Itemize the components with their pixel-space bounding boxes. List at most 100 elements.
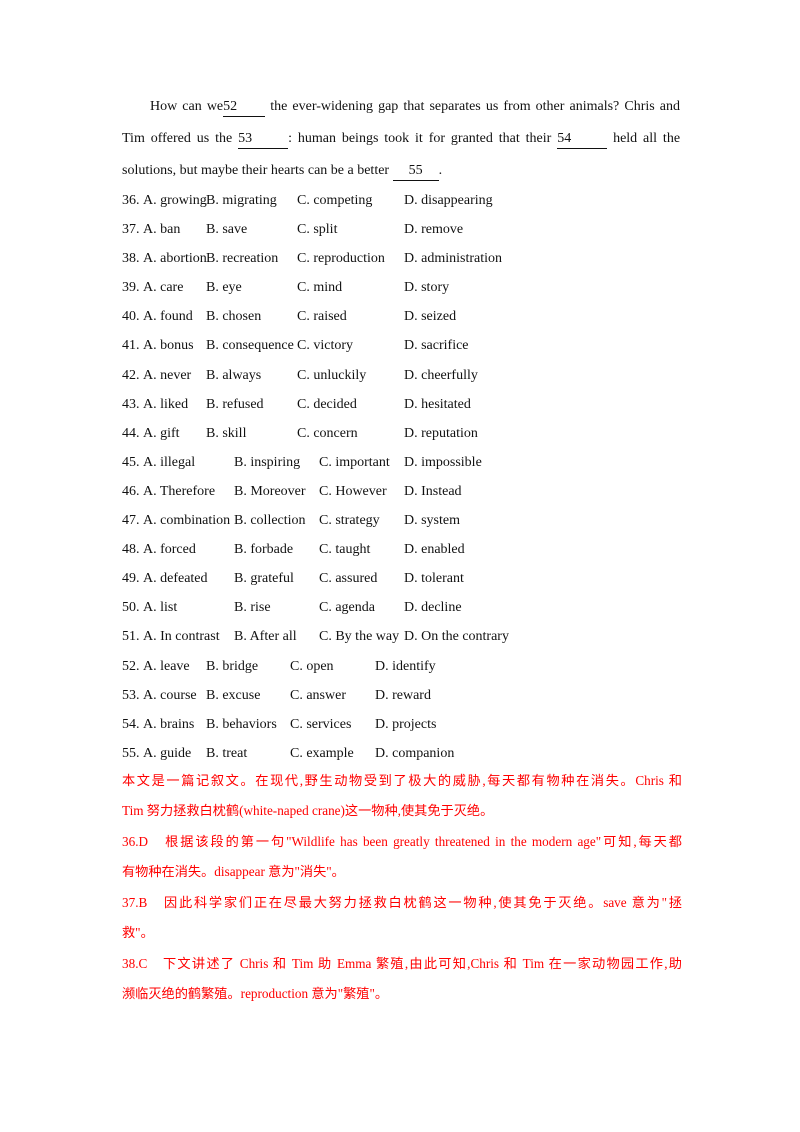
- option-d: D. decline: [404, 600, 462, 616]
- option-a: A. care: [143, 280, 184, 296]
- option-b: B. consequence: [206, 338, 294, 354]
- option-d: D. remove: [404, 222, 464, 238]
- option-b: B. inspiring: [234, 454, 301, 470]
- option-c: C. competing: [297, 193, 373, 208]
- option-c: C. mind: [297, 280, 343, 296]
- question-number: 49.: [122, 571, 140, 587]
- option-b: B. eye: [206, 280, 242, 296]
- option-a: A. growing: [143, 193, 207, 208]
- passage-line-3: solutions, but maybe their hearts can be…: [122, 155, 680, 187]
- option-c: C. reproduction: [297, 251, 385, 267]
- passage-text: : human beings took it for granted that …: [288, 131, 552, 146]
- passage-line-2: Tim offered us the 53: human beings took…: [122, 123, 680, 155]
- option-c: C. assured: [319, 571, 378, 587]
- option-c: C. answer: [290, 687, 346, 703]
- option-a: A. course: [143, 687, 197, 703]
- option-d: D. companion: [375, 745, 455, 761]
- option-a: A. forced: [143, 542, 196, 558]
- question-number: 39.: [122, 280, 140, 296]
- option-a: A. abortion: [143, 251, 207, 267]
- option-b: B. Moreover: [234, 483, 306, 499]
- question-number: 43.: [122, 396, 140, 412]
- option-d: D. administration: [404, 251, 502, 267]
- option-c: C. decided: [297, 396, 357, 412]
- option-c: C. services: [290, 716, 352, 732]
- passage-text: solutions, but maybe their hearts can be…: [122, 163, 390, 178]
- blank-52: 52: [223, 98, 266, 117]
- option-b: B. refused: [206, 396, 264, 412]
- option-c: C. victory: [297, 338, 353, 354]
- blank-55: 55: [392, 162, 439, 181]
- option-b: B. collection: [234, 513, 306, 529]
- question-number: 55.: [122, 745, 140, 761]
- option-d: D. sacrifice: [404, 338, 469, 354]
- option-b: B. bridge: [206, 658, 259, 674]
- option-c: C. open: [290, 658, 334, 674]
- option-c: C. unluckily: [297, 367, 367, 383]
- option-d: D. disappearing: [404, 193, 493, 208]
- question-number: 38.: [122, 251, 140, 267]
- option-b: B. rise: [234, 600, 271, 616]
- explanation-36-line-1: 36.D 根据该段的第一句"Wildlife has been greatly …: [122, 834, 682, 849]
- option-a: A. brains: [143, 716, 195, 732]
- explanation-intro-line-1: 本文是一篇记叙文。在现代,野生动物受到了极大的威胁,每天都有物种在消失。Chri…: [122, 773, 682, 788]
- option-a: A. gift: [143, 425, 180, 441]
- option-b: B. treat: [206, 745, 248, 761]
- passage-text: Tim offered us the: [122, 131, 233, 146]
- option-d: D. impossible: [404, 454, 482, 470]
- explanation-intro-line-2: Tim 努力拯救白枕鹤(white-naped crane)这一物种,使其免于灭…: [122, 802, 494, 818]
- question-number: 46.: [122, 483, 140, 499]
- option-b: B. excuse: [206, 687, 261, 703]
- option-a: A. never: [143, 367, 192, 383]
- question-number: 36.: [122, 193, 140, 208]
- option-a: A. list: [143, 600, 178, 616]
- question-number: 44.: [122, 425, 140, 441]
- option-d: D. Instead: [404, 483, 462, 499]
- option-d: D. projects: [375, 716, 437, 732]
- passage-line-1: How can we52 the ever-widening gap that …: [122, 91, 680, 123]
- option-c: C. raised: [297, 309, 347, 325]
- option-b: B. After all: [234, 629, 297, 645]
- option-b: B. grateful: [234, 571, 294, 587]
- option-c: C. strategy: [319, 513, 380, 529]
- option-d: D. cheerfully: [404, 367, 478, 383]
- option-d: D. enabled: [404, 542, 465, 558]
- option-a: A. defeated: [143, 571, 208, 587]
- question-number: 37.: [122, 222, 140, 238]
- option-c: C. concern: [297, 425, 358, 441]
- passage-text: the ever-widening gap that separates us …: [270, 99, 680, 114]
- option-d: D. hesitated: [404, 396, 471, 412]
- option-b: B. migrating: [206, 193, 277, 208]
- option-d: D. identify: [375, 658, 436, 674]
- option-c: C. split: [297, 222, 338, 238]
- explanation-37-line-2: 救"。: [122, 924, 154, 940]
- option-c: C. important: [319, 454, 390, 470]
- option-b: B. chosen: [206, 309, 262, 325]
- question-number: 45.: [122, 454, 140, 470]
- option-a: A. illegal: [143, 454, 196, 470]
- question-number: 53.: [122, 687, 140, 703]
- option-b: B. behaviors: [206, 716, 277, 732]
- option-c: C. By the way: [319, 629, 400, 645]
- question-number: 42.: [122, 367, 140, 383]
- option-a: A. leave: [143, 658, 190, 674]
- explanation-38-line-2: 濒临灭绝的鹤繁殖。reproduction 意为"繁殖"。: [122, 985, 389, 1001]
- question-number: 48.: [122, 542, 140, 558]
- question-number: 41.: [122, 338, 140, 354]
- option-a: A. In contrast: [143, 629, 220, 645]
